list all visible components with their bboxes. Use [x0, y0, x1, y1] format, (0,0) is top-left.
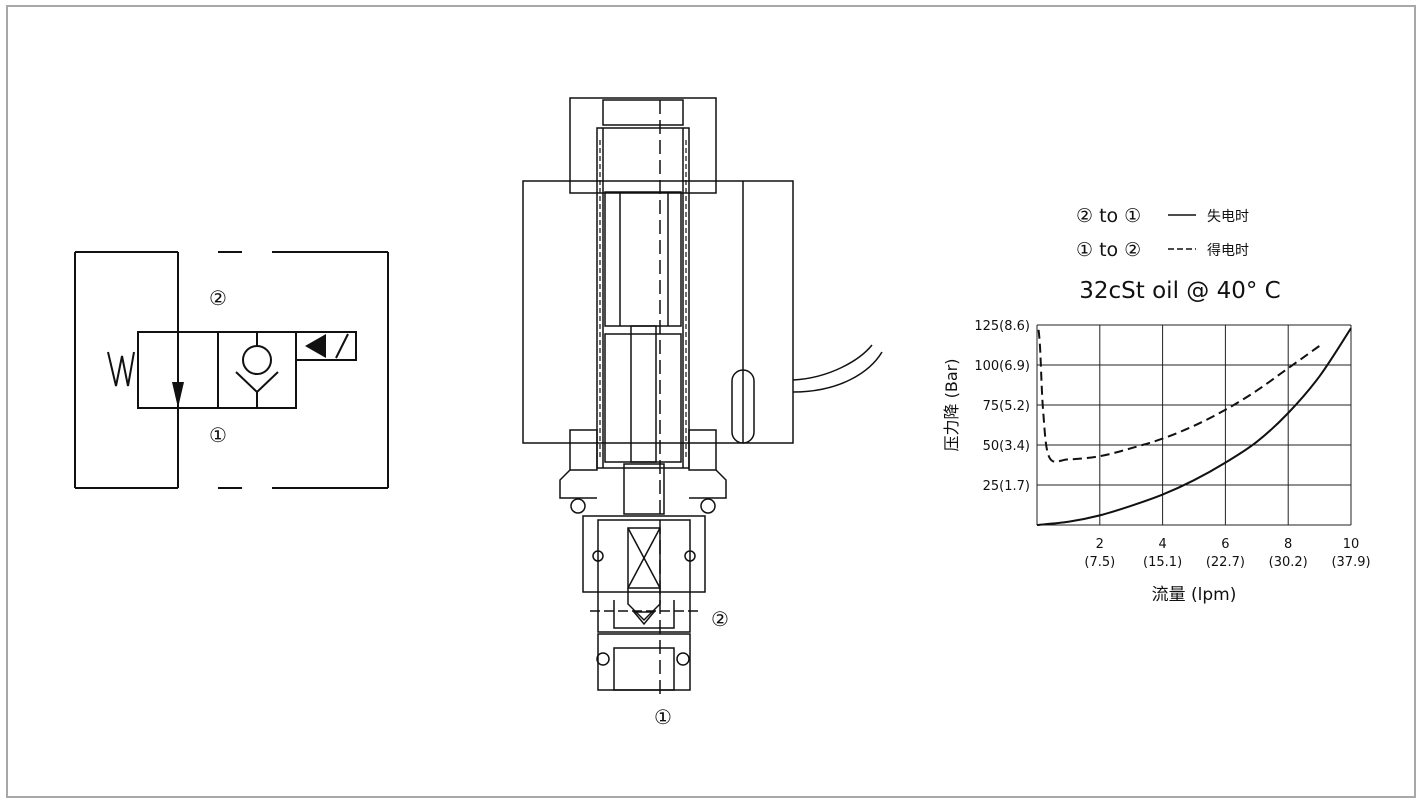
spring-chamber: [623, 463, 665, 515]
schematic-port-1-label: ①: [209, 423, 227, 447]
armature-tube: [596, 127, 690, 469]
oring-right-1: [700, 498, 716, 514]
chart-title: 32cSt oil @ 40° C: [1079, 278, 1280, 304]
solenoid-triangle-icon: [305, 334, 326, 358]
y-tick-label: 25(1.7): [983, 479, 1030, 494]
tube-liner: [599, 140, 687, 460]
solenoid-slash: [335, 333, 349, 359]
x-tick-sublabel: (7.5): [1084, 555, 1115, 570]
solenoid-box: [295, 331, 357, 361]
section-port-2-label: ②: [711, 607, 729, 631]
schematic-port-2-label: ②: [209, 286, 227, 310]
legend-line1-label: 失电时: [1207, 209, 1249, 225]
y-tick-label: 50(3.4): [983, 439, 1030, 454]
oring-left-1: [570, 498, 586, 514]
oring-left-2: [596, 652, 610, 666]
x-tick-sublabel: (15.1): [1143, 555, 1182, 570]
x-tick-label: 10: [1343, 537, 1360, 552]
x-tick-sublabel: (22.7): [1206, 555, 1245, 570]
section-port-1-label: ①: [654, 705, 672, 729]
flow-arrow-icon: [172, 382, 184, 408]
cage-inner: [597, 519, 691, 633]
port-1-bore: [613, 647, 675, 691]
x-tick-label: 6: [1221, 537, 1229, 552]
shoulder-left: [569, 429, 598, 471]
seat: [613, 600, 675, 629]
hex-right: [689, 469, 727, 499]
x-tick-sublabel: (30.2): [1269, 555, 1308, 570]
push-pin: [630, 325, 657, 463]
x-tick-sublabel: (37.9): [1331, 555, 1370, 570]
poppet: [627, 527, 661, 589]
poppet-x-2: [627, 527, 661, 589]
y-tick-label: 75(5.2): [983, 399, 1030, 414]
y-axis-label: 压力降 (Bar): [942, 359, 961, 452]
x-axis-label: 流量 (lpm): [1152, 585, 1237, 605]
seat-arrow-icon: [632, 611, 656, 626]
lead-wire-boss: [731, 369, 755, 444]
y-tick-label: 100(6.9): [974, 359, 1030, 374]
pressure-drop-chart: 2 (7.5) 4 (15.1) 6 (22.7) 8 (30.2) 10 (37.9) 25(1.…: [942, 319, 1371, 605]
coil-nut: [569, 97, 717, 194]
check-ball-icon: [242, 345, 272, 375]
plunger: [604, 191, 682, 327]
series-line-energized: [1037, 329, 1321, 463]
x-tick-label: 4: [1158, 537, 1166, 552]
figure-frame: [6, 5, 1416, 798]
legend: ② to ① 失电时 ① to ② 得电时 32cSt oil @ 40° C: [1076, 205, 1281, 304]
y-tick-label: 125(8.6): [974, 319, 1030, 334]
coil-body: [522, 180, 794, 444]
nut-cap: [602, 99, 684, 126]
lead-wire-2: [792, 351, 883, 393]
legend-line2-label: 得电时: [1207, 242, 1249, 259]
legend-line1-prefix: ② to ①: [1076, 205, 1141, 227]
lead-wire-1: [792, 344, 873, 381]
spring-icon: [107, 351, 135, 387]
oring-right-3: [684, 550, 696, 562]
x-tick-label: 2: [1096, 537, 1104, 552]
poppet-tip: [627, 588, 661, 622]
oring-left-3: [592, 550, 604, 562]
shoulder-right: [688, 429, 717, 471]
valve-cross-section: [522, 97, 883, 700]
oring-right-2: [676, 652, 690, 666]
lower-body: [597, 633, 691, 691]
series-line-de-energized: [1036, 327, 1352, 526]
x-tick-label: 8: [1284, 537, 1292, 552]
hydraulic-schematic: [74, 251, 389, 489]
legend-line2-prefix: ① to ②: [1076, 239, 1141, 261]
cage-upper: [582, 515, 706, 593]
hex-left: [559, 469, 597, 499]
